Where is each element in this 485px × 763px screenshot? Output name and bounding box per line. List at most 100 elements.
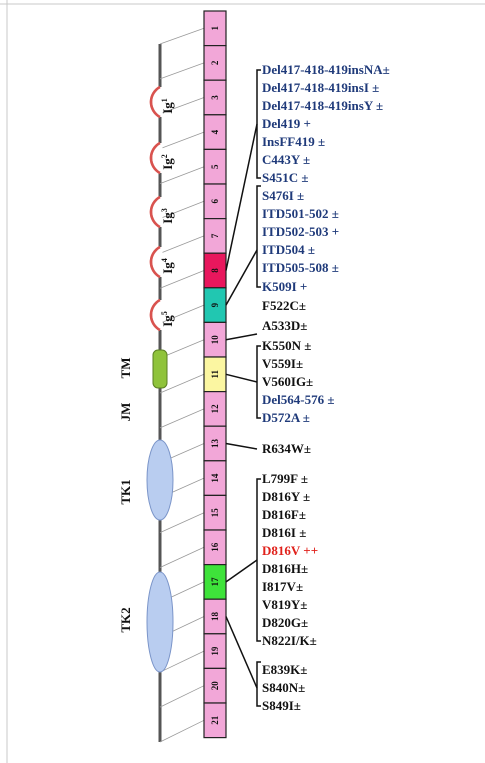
exon-connector-line (159, 131, 205, 150)
mutation-label: Del564-576 ± (262, 392, 335, 407)
mutation-label: K509I + (262, 279, 308, 294)
exon-number: 8 (210, 268, 220, 273)
mutation-label: R634W± (262, 441, 312, 456)
ig-domain-loop-arc (149, 195, 161, 229)
exon8-mutation-bracket (256, 69, 261, 179)
mutation-label: V819Y± (262, 597, 308, 612)
mutation-label: K550N ± (262, 338, 312, 353)
exon17-mutation-bracket (256, 478, 261, 642)
ig-loop-gap (157, 300, 163, 330)
exon-number: 16 (210, 542, 220, 552)
exon-number: 18 (210, 612, 220, 622)
ig-domain-superscript: 2 (160, 154, 169, 158)
exon-number: 20 (210, 681, 220, 691)
exon-connector-line (159, 546, 205, 568)
exon-connector-line (159, 512, 205, 533)
exon-number: 13 (210, 439, 220, 449)
exon-connector-line (159, 719, 205, 743)
ig-domain-loop-arc (149, 141, 161, 175)
exon-number: 21 (210, 715, 220, 725)
mutation-label: ITD501-502 ± (262, 206, 339, 221)
mutation-label: D816H± (262, 561, 309, 576)
exon-number: 15 (210, 508, 220, 518)
exon-connector-line (159, 373, 205, 394)
mutation-label: E839K± (262, 662, 308, 677)
exon-connector-line (159, 270, 205, 289)
mutation-label: ITD502-503 + (262, 224, 340, 239)
mutation-label: S849I± (262, 698, 301, 713)
exon-connector-line (159, 27, 205, 45)
tk2-domain-label: TK2 (118, 607, 133, 632)
jm-domain-label: JM (118, 403, 133, 422)
ig-domain-superscript: 3 (160, 208, 169, 212)
mutation-label: L799F ± (262, 471, 309, 486)
mutation-label: ITD505-508 ± (262, 260, 339, 275)
exon9-mutation-bracket (256, 185, 261, 288)
ig-loop-gap (157, 247, 163, 277)
mutation-label: Del417-418-419insI ± (262, 80, 380, 95)
mutation-label: Del417-418-419insY ± (262, 98, 384, 113)
exon-connector-line (159, 235, 205, 254)
mutation-label: D816Y ± (262, 489, 311, 504)
exon10-link (225, 333, 258, 341)
ig-loop-gap (157, 143, 163, 173)
exon-number: 14 (210, 473, 220, 483)
exon-number: 11 (210, 370, 220, 379)
exon-number: 10 (210, 335, 220, 345)
mutation-label: InsFF419 ± (262, 134, 326, 149)
ig-domain-label: Ig3 (160, 208, 175, 224)
mutation-label: D816F± (262, 507, 306, 522)
mutation-label: C443Y ± (262, 152, 311, 167)
tk1-domain-label: TK1 (118, 479, 133, 504)
exon-connector-line (159, 166, 205, 184)
ig-domain-superscript: 5 (160, 311, 169, 315)
ig-domain-label: Ig5 (160, 311, 175, 327)
mutation-label: ITD504 ± (262, 242, 316, 257)
exon-number: 17 (210, 577, 220, 587)
mutation-label: S451C ± (262, 170, 309, 185)
exon11-mutation-bracket (256, 345, 261, 419)
exon18-mutation-bracket (256, 661, 261, 707)
tk1-domain-ellipse (146, 439, 174, 521)
exon18-bracket-link (225, 616, 258, 689)
exon13-link (225, 442, 258, 450)
exon-connector-line (159, 650, 205, 673)
exon-number: 2 (210, 60, 220, 65)
ig-domain-loop-arc (149, 245, 161, 279)
tm-domain-label: TM (118, 358, 133, 379)
ig-domain-label: Ig4 (160, 258, 175, 274)
ig-loop-gap (157, 197, 163, 227)
ig-loop-gap (157, 87, 163, 117)
mutation-label: V559I± (262, 356, 304, 371)
exon-connector-line (159, 200, 205, 219)
exon-connector-line (159, 62, 205, 80)
mutation-label: D572A ± (262, 410, 310, 425)
ig-domain-loop-arc (149, 298, 161, 332)
exon11-bracket-link (225, 373, 258, 383)
tk2-domain-ellipse (146, 571, 174, 673)
ig-domain-label: Ig2 (160, 154, 175, 170)
mutation-label: D820G± (262, 615, 309, 630)
ig-domain-superscript: 1 (160, 98, 169, 102)
exon-number: 7 (210, 233, 220, 238)
exon8-bracket-link (225, 123, 258, 271)
mutation-label: Del419 + (262, 116, 311, 131)
exon-box (203, 702, 227, 739)
exon-connector-line (159, 304, 205, 324)
mutation-label: N822I/K± (262, 633, 317, 648)
exon-connector-line (159, 97, 205, 115)
exon-number: 19 (210, 646, 220, 656)
exon-number: 5 (210, 164, 220, 169)
mutation-label: D816V ++ (262, 543, 319, 558)
mutation-label: I817V± (262, 579, 304, 594)
exon-number: 1 (210, 26, 220, 31)
mutation-label: A533D± (262, 318, 308, 333)
exon-connector-line (159, 408, 205, 429)
exon-number: 12 (210, 404, 220, 414)
ig-domain-superscript: 4 (160, 258, 169, 262)
mutation-label: D816I ± (262, 525, 307, 540)
tm-domain-box (152, 349, 168, 389)
mutation-label: V560IG± (262, 374, 314, 389)
